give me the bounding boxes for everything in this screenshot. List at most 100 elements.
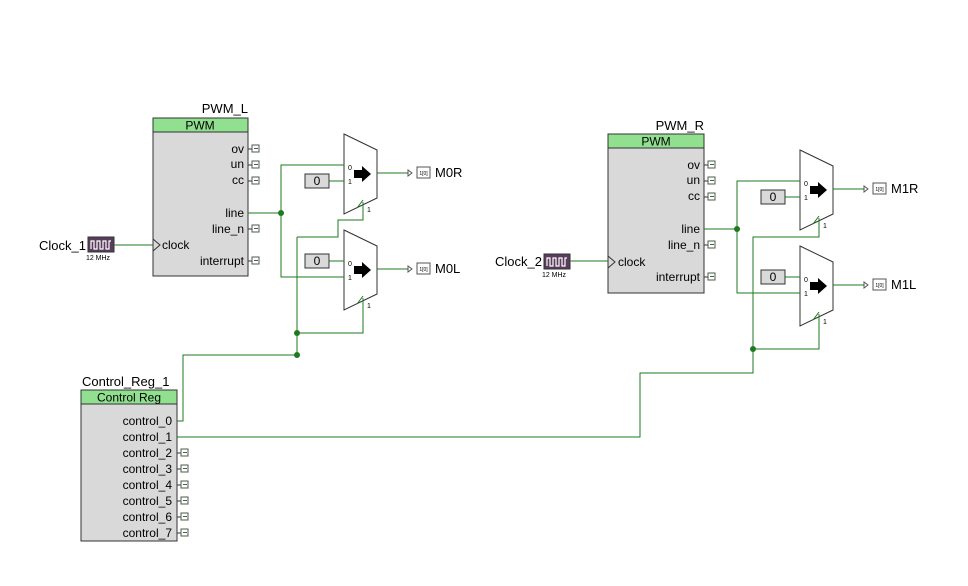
pwm-r-terminal-interrupt[interactable] bbox=[704, 272, 716, 281]
mux-m1r-pin-index: 1[0] bbox=[875, 187, 884, 193]
clock-2-name: Clock_2 bbox=[495, 254, 542, 269]
pwm-l-terminal-cc[interactable] bbox=[248, 176, 260, 185]
wire-line-to-m1l-in1 bbox=[736, 229, 800, 294]
mux-m0l-pin-index: 1[0] bbox=[419, 267, 428, 273]
pwm-r-instance-name: PWM_R bbox=[656, 118, 704, 133]
wire-sel-m0l bbox=[297, 298, 364, 334]
mux-m0r-sel-tick bbox=[356, 199, 364, 209]
pwm-l-instance-name: PWM_L bbox=[202, 101, 248, 116]
junction-control1 bbox=[750, 346, 756, 352]
wire-control0 bbox=[177, 354, 297, 422]
junction-sel-m0 bbox=[294, 330, 300, 336]
control-reg-terminal-3[interactable] bbox=[177, 464, 189, 473]
clock-2-component[interactable]: Clock_2 12 MHz bbox=[495, 253, 571, 279]
mux-m0r-output-name: M0R bbox=[435, 165, 462, 180]
clock-1-freq: 12 MHz bbox=[86, 255, 111, 262]
mux-m0l-const-value: 0 bbox=[314, 254, 321, 268]
control-reg-terminal-4[interactable] bbox=[177, 480, 189, 489]
mux-m1l-const-value: 0 bbox=[770, 270, 777, 284]
mux-m1r[interactable]: 0 1 0 1 1[0] M1R bbox=[760, 149, 918, 231]
clock-1-box bbox=[87, 236, 115, 253]
mux-m1l[interactable]: 0 1 0 1 1[0] M1L bbox=[760, 245, 916, 327]
pwm-r-terminal-cc[interactable] bbox=[704, 192, 716, 201]
pwm-r-port-cc: cc bbox=[688, 189, 700, 203]
mux-m1l-output-name: M1L bbox=[891, 277, 916, 292]
wire-sel-m0r bbox=[297, 202, 364, 238]
wire-line-to-m0l-in1 bbox=[280, 213, 344, 278]
clock-1-component[interactable]: Clock_1 12 MHz bbox=[39, 236, 115, 262]
pwm-l-clock-triangle bbox=[152, 238, 161, 252]
control-reg-port-6: control_6 bbox=[123, 510, 173, 524]
control-reg-instance-name: Control_Reg_1 bbox=[82, 374, 169, 389]
pwm-r-type-label: PWM bbox=[641, 135, 670, 149]
wires-right bbox=[177, 180, 820, 438]
control-reg-port-7: control_7 bbox=[123, 526, 173, 540]
pwm-l-header bbox=[152, 117, 249, 133]
mux-m0r-out-arrow bbox=[407, 169, 413, 177]
pwm-l-port-clock: clock bbox=[162, 238, 190, 252]
wire-sel-m1r bbox=[752, 218, 820, 349]
pwm-l-terminal-interrupt[interactable] bbox=[248, 256, 260, 265]
mux-m1r-output-name: M1R bbox=[891, 181, 918, 196]
control-reg-terminal-7[interactable] bbox=[177, 528, 189, 537]
mux-m1l-sel-tick bbox=[812, 311, 820, 321]
control-reg-port-2: control_2 bbox=[123, 446, 173, 460]
control-reg-port-3: control_3 bbox=[123, 462, 173, 476]
pwm-r-port-interrupt: interrupt bbox=[656, 270, 701, 284]
pwm-l-port-cc: cc bbox=[232, 173, 244, 187]
pwm-l-body bbox=[152, 117, 249, 277]
pwm-r-body bbox=[607, 133, 705, 294]
pwm-r-block[interactable]: PWM_R PWM ov un cc line line_n interrupt… bbox=[607, 118, 716, 294]
clock-2-box bbox=[543, 253, 571, 270]
junction-pwm-l-line bbox=[278, 210, 284, 216]
pwm-l-block[interactable]: PWM_L PWM ov un cc line line_n interrupt… bbox=[152, 101, 260, 277]
wire-control1 bbox=[177, 349, 754, 438]
arrow-right-icon bbox=[810, 278, 827, 294]
wire-line-to-m0r-in0 bbox=[280, 164, 344, 213]
mux-m0r-in1-label: 1 bbox=[348, 179, 352, 186]
pwm-l-terminal-line-n[interactable] bbox=[248, 224, 260, 233]
mux-m0l[interactable]: 0 1 0 1 1[0] M0L bbox=[304, 229, 460, 311]
pwm-l-terminal-un[interactable] bbox=[248, 160, 260, 169]
mux-m0l-sel-tick bbox=[356, 295, 364, 305]
mux-m1l-in1-label: 1 bbox=[804, 291, 808, 298]
mux-m1l-pin-box bbox=[872, 278, 887, 291]
pwm-l-terminal-ov[interactable] bbox=[248, 144, 260, 153]
control-reg-terminal-2[interactable] bbox=[177, 448, 189, 457]
mux-m1r-const-value: 0 bbox=[770, 190, 777, 204]
pwm-r-terminal-ov[interactable] bbox=[704, 160, 716, 169]
mux-m0l-sel-label: 1 bbox=[367, 303, 371, 310]
mux-m0l-output-name: M0L bbox=[435, 261, 460, 276]
control-reg-block[interactable]: Control_Reg_1 Control Reg control_0 cont… bbox=[80, 374, 189, 542]
pwm-r-clock-triangle bbox=[607, 255, 616, 269]
junction-pwm-r-line bbox=[734, 226, 740, 232]
mux-m1r-out-arrow bbox=[863, 185, 869, 193]
clock-icon bbox=[546, 257, 567, 267]
arrow-right-icon bbox=[810, 182, 827, 198]
control-reg-header bbox=[80, 389, 178, 405]
junction-control0 bbox=[294, 352, 300, 358]
wires-left bbox=[177, 164, 364, 422]
mux-m1r-sel-tick bbox=[812, 215, 820, 225]
mux-m1l-pin-index: 1[0] bbox=[875, 283, 884, 289]
pwm-l-port-line-n: line_n bbox=[212, 222, 244, 236]
mux-m0r-pin-box bbox=[416, 166, 431, 179]
mux-m1r-sel-label: 1 bbox=[823, 223, 827, 230]
control-reg-port-5: control_5 bbox=[123, 494, 173, 508]
pwm-l-port-interrupt: interrupt bbox=[200, 254, 245, 268]
wire-sel-m1l bbox=[753, 314, 820, 350]
clock-2-freq: 12 MHz bbox=[542, 272, 567, 279]
control-reg-terminal-6[interactable] bbox=[177, 512, 189, 521]
mux-m1l-out-arrow bbox=[863, 281, 869, 289]
pwm-r-port-ov: ov bbox=[687, 158, 700, 172]
control-reg-terminal-5[interactable] bbox=[177, 496, 189, 505]
control-reg-port-4: control_4 bbox=[123, 478, 173, 492]
mux-m1r-pin-box bbox=[872, 182, 887, 195]
wire-line-to-m1r-in0 bbox=[736, 180, 800, 229]
mux-m0r-pin-index: 1[0] bbox=[419, 171, 428, 177]
pwm-r-port-line-n: line_n bbox=[668, 238, 700, 252]
pwm-r-terminal-un[interactable] bbox=[704, 176, 716, 185]
pwm-r-terminal-line-n[interactable] bbox=[704, 240, 716, 249]
mux-m0r[interactable]: 0 1 0 1 1[0] M0R bbox=[304, 133, 462, 215]
